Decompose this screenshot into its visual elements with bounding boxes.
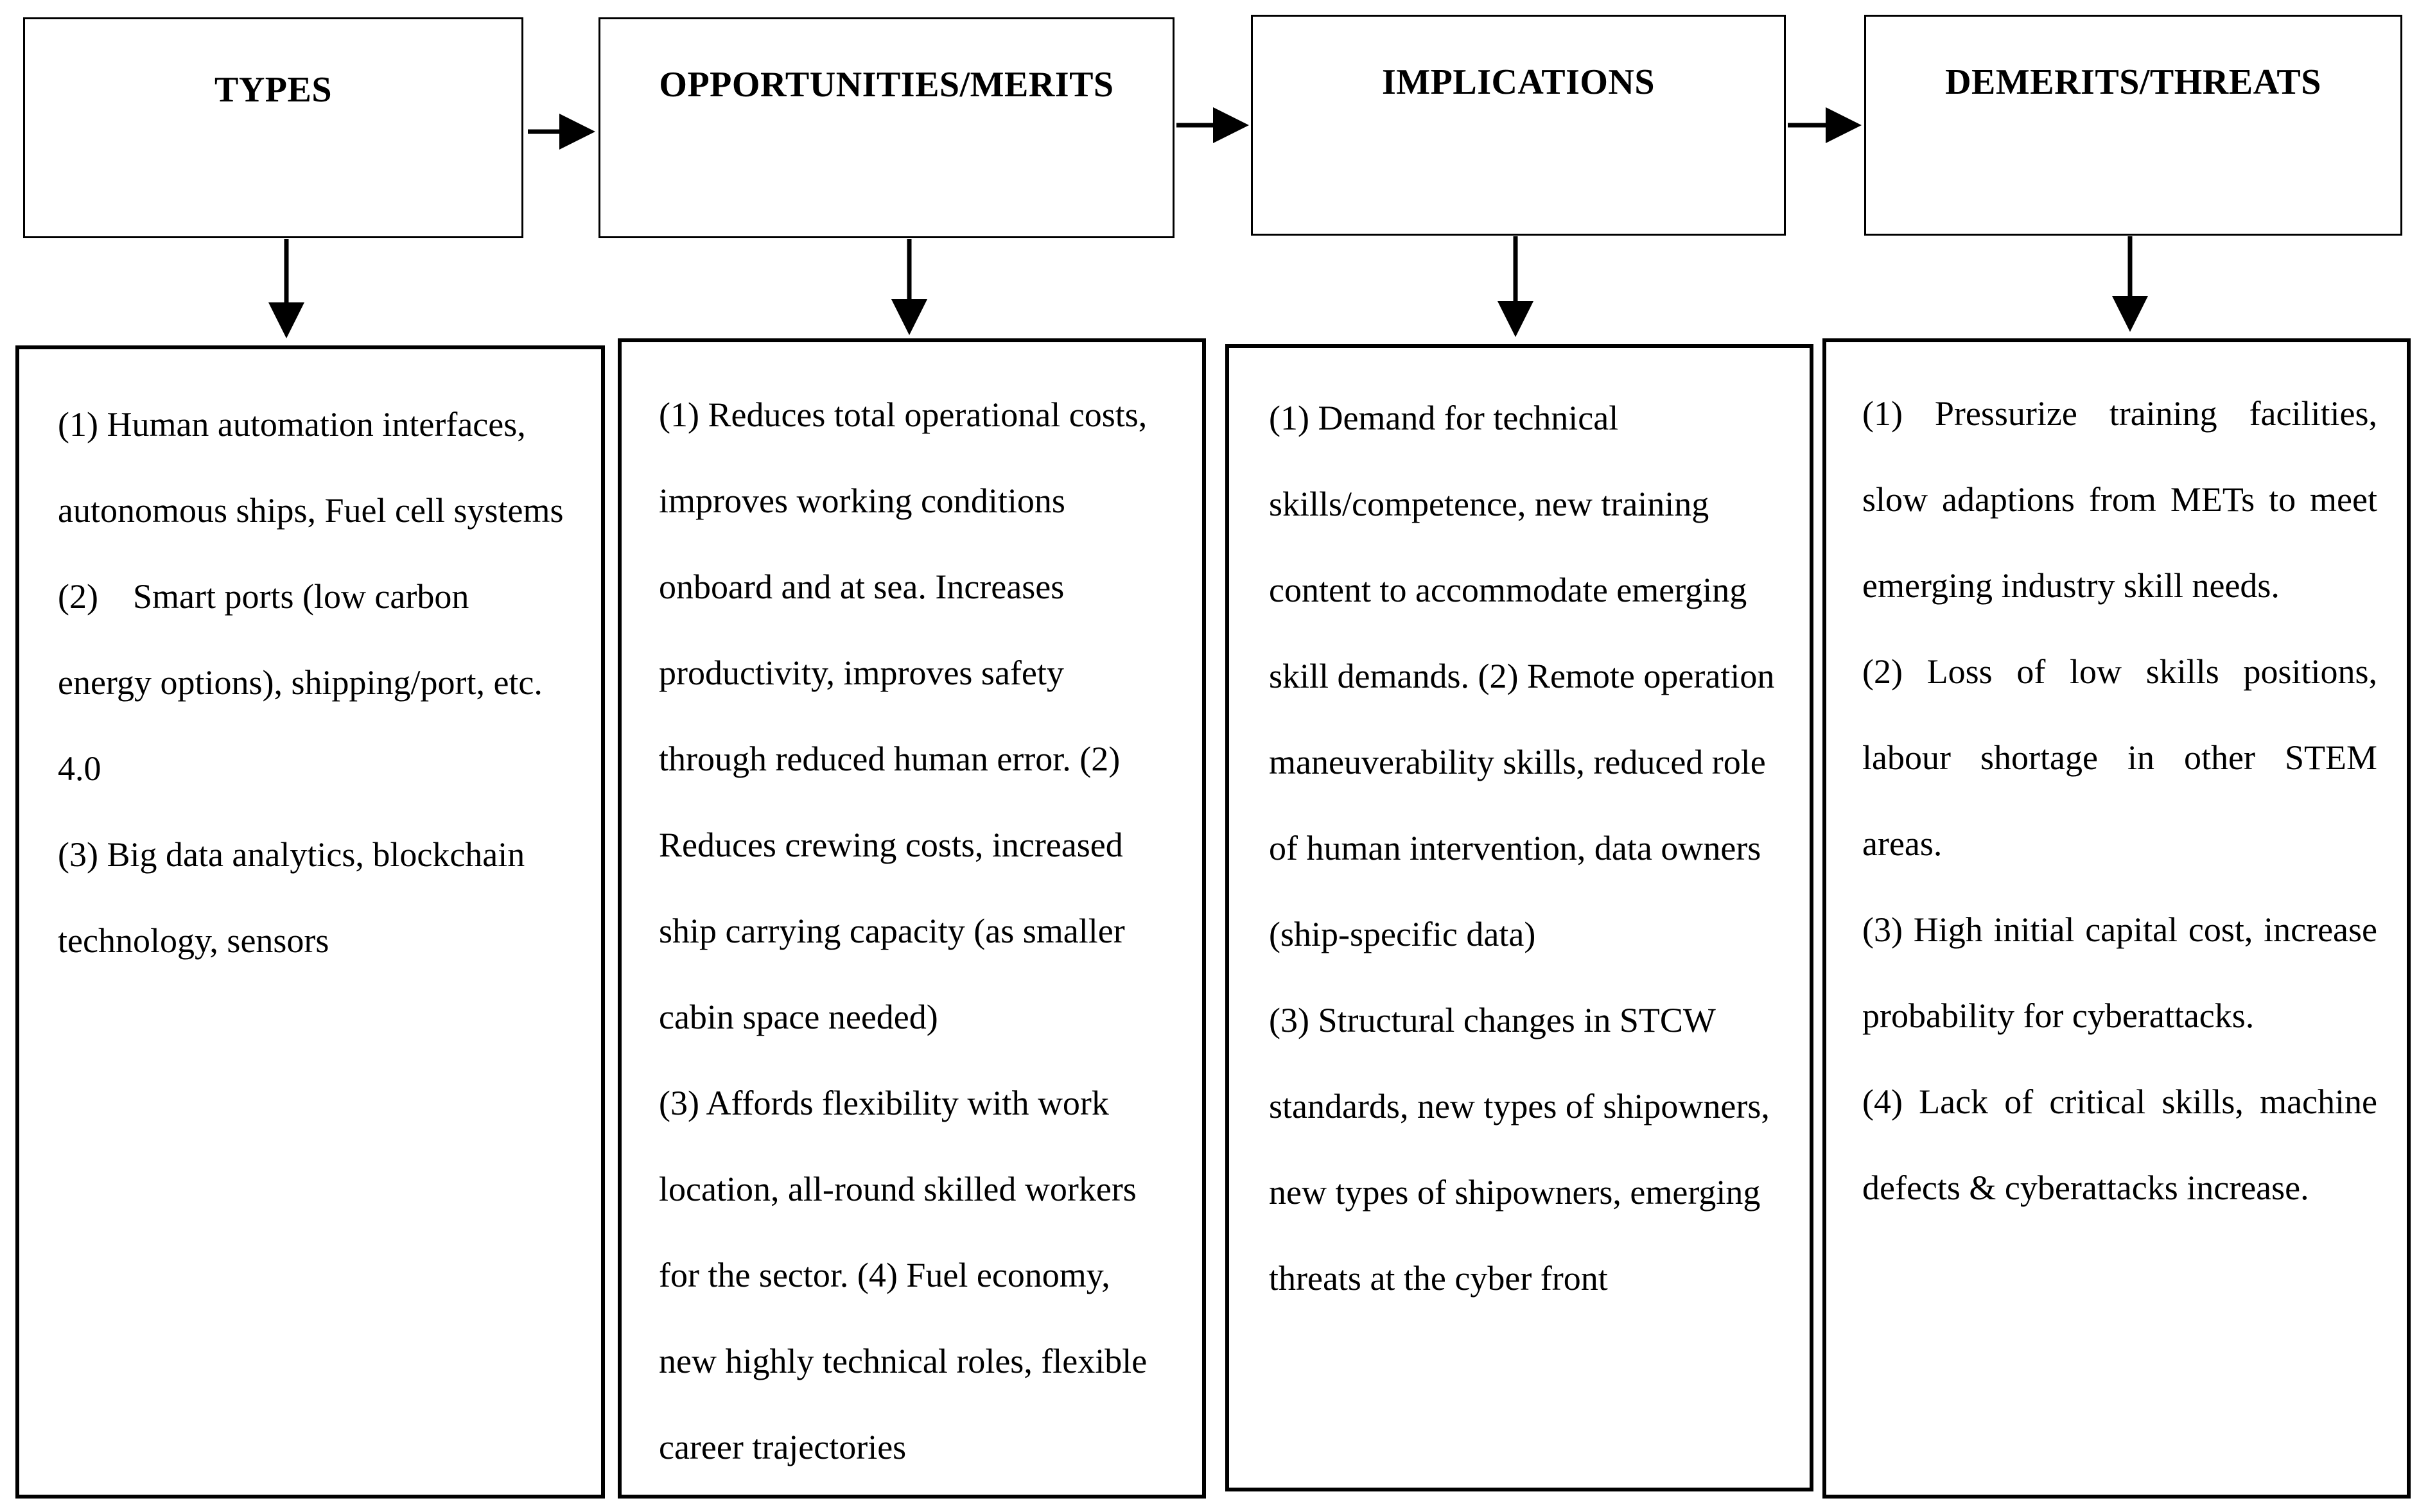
header-title-opportunities: OPPORTUNITIES/MERITS — [659, 65, 1114, 105]
header-box-types: TYPES — [23, 17, 523, 238]
detail-text-implications: (1) Demand for technical skills/competen… — [1269, 399, 1775, 1298]
header-box-opportunities: OPPORTUNITIES/MERITS — [598, 17, 1175, 238]
detail-box-implications: (1) Demand for technical skills/competen… — [1225, 344, 1813, 1491]
detail-box-types: (1) Human automation interfaces, autonom… — [15, 345, 605, 1499]
header-box-implications: IMPLICATIONS — [1251, 15, 1786, 236]
detail-text-types: (1) Human automation interfaces, autonom… — [58, 405, 564, 960]
detail-box-opportunities: (1) Reduces total operational costs, imp… — [618, 338, 1206, 1499]
detail-box-demerits: (1) Pressurize training facilities, slow… — [1822, 338, 2411, 1499]
detail-text-opportunities: (1) Reduces total operational costs, imp… — [659, 395, 1148, 1466]
header-title-demerits: DEMERITS/THREATS — [1945, 62, 2321, 102]
header-title-implications: IMPLICATIONS — [1381, 62, 1655, 102]
detail-text-demerits: (1) Pressurize training facilities, slow… — [1862, 394, 2377, 1207]
header-box-demerits: DEMERITS/THREATS — [1864, 15, 2402, 236]
header-title-types: TYPES — [214, 70, 332, 110]
